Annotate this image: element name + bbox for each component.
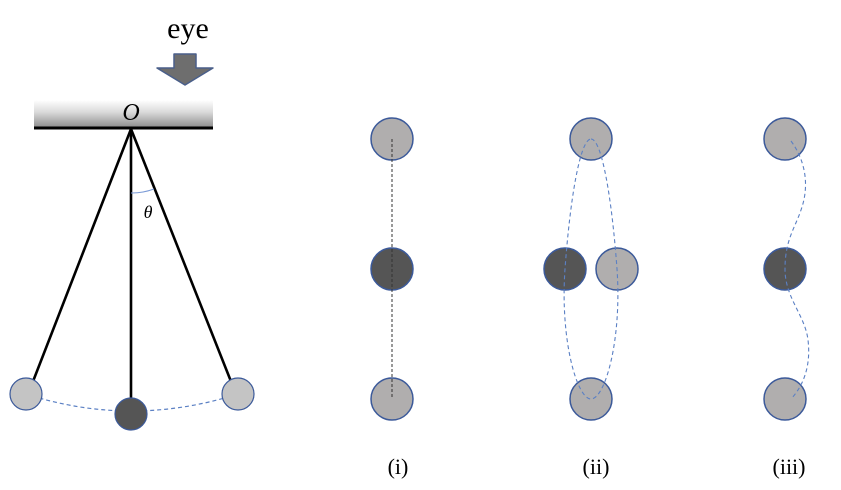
angle-label: θ: [144, 202, 153, 222]
pendulum-setup: eye O θ: [9, 12, 255, 431]
center-bob: [114, 397, 148, 431]
angle-arc: [130, 188, 155, 194]
bottom-bob: [763, 377, 807, 421]
view-i: (i): [370, 117, 414, 479]
ceiling: [34, 100, 213, 128]
path-ellipse-loop: [563, 138, 619, 400]
view-label-iii: (iii): [773, 454, 806, 479]
left-rod: [30, 128, 133, 385]
top-bob: [763, 117, 807, 161]
left-bob: [9, 377, 43, 411]
view-iii: (iii): [763, 117, 810, 479]
view-label-ii: (ii): [583, 454, 610, 479]
view-arrow-icon: [156, 53, 214, 86]
bottom-bob: [370, 377, 414, 421]
eye-label: eye: [167, 12, 209, 45]
view-ii: (ii): [543, 117, 639, 479]
path-s-curve: [784, 140, 810, 400]
view-label-i: (i): [388, 454, 409, 479]
pivot-label: O: [122, 100, 139, 126]
right-bob: [221, 377, 255, 411]
right-rod: [129, 128, 234, 385]
bottom-bob: [569, 377, 613, 421]
